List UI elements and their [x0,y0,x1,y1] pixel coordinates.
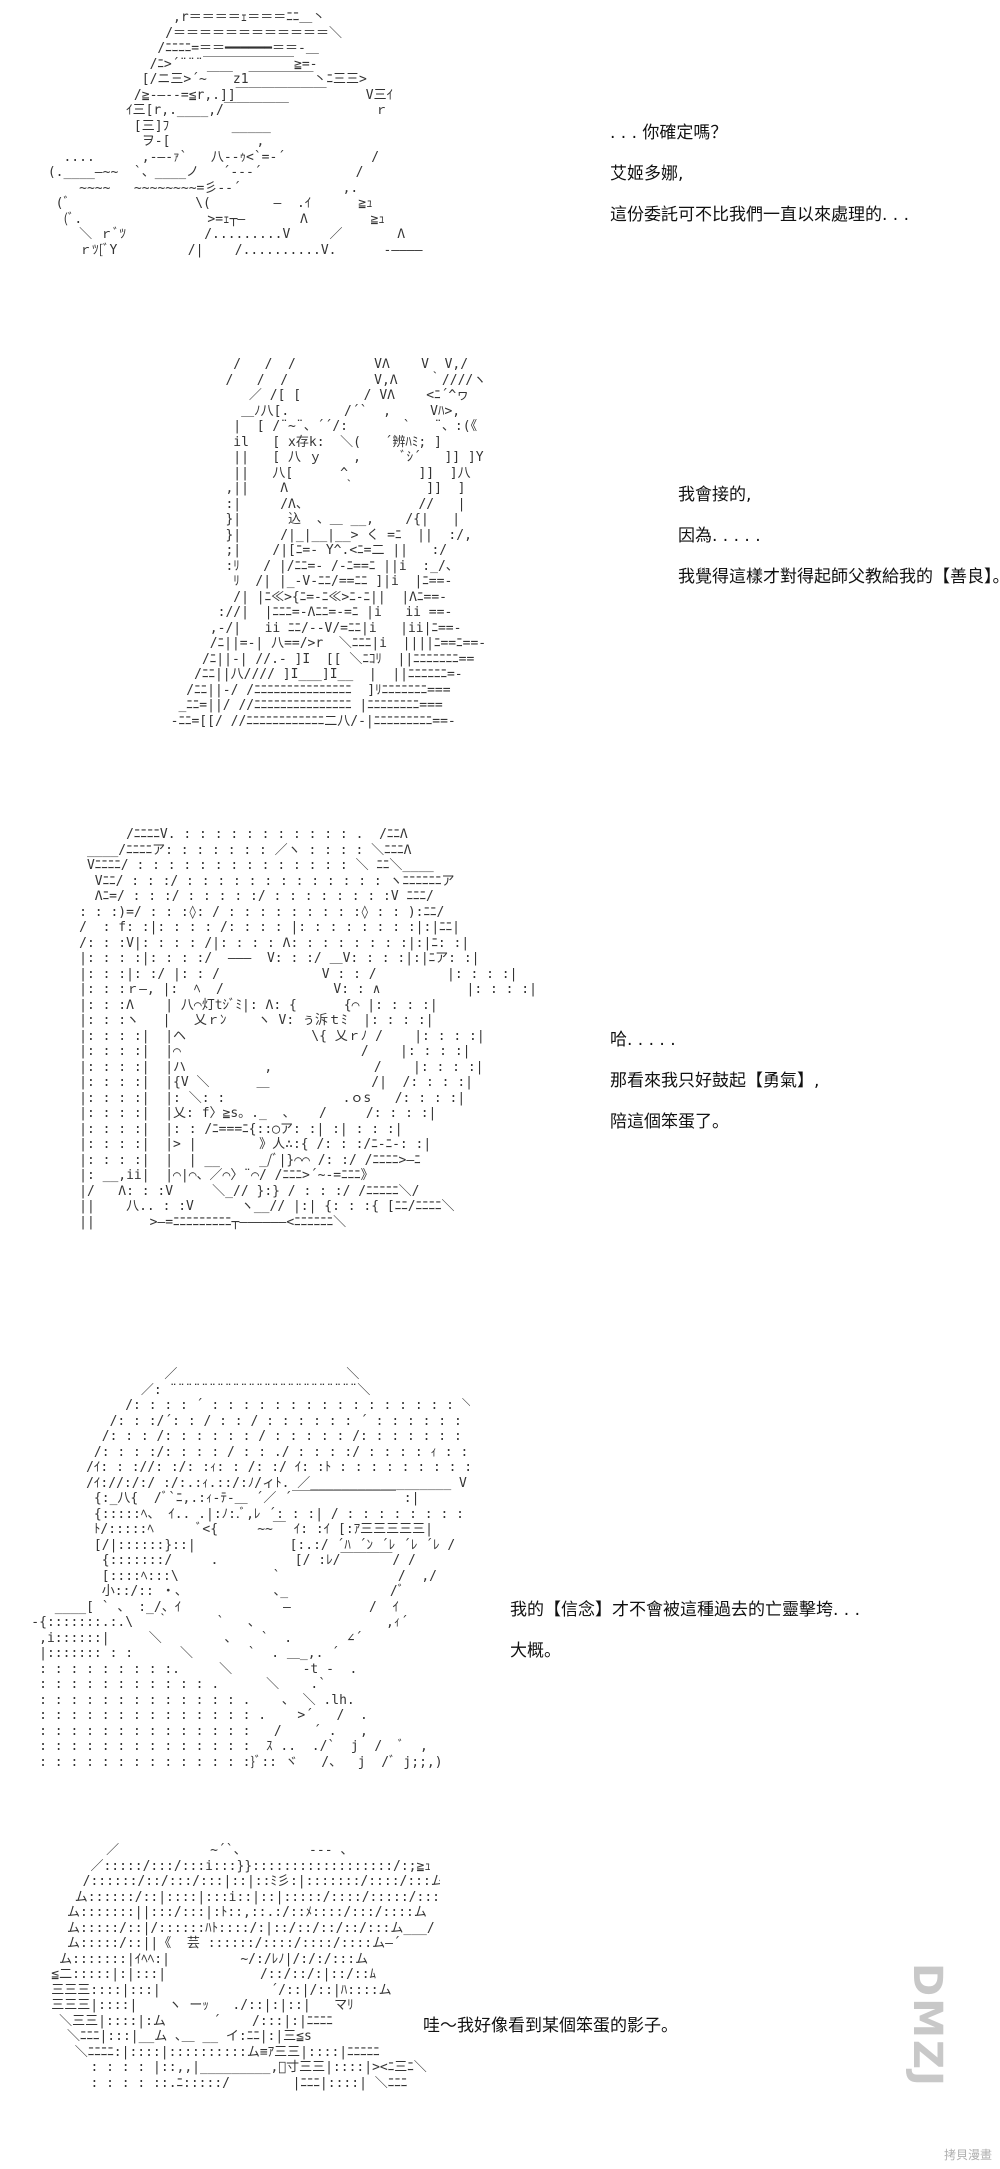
dialogue-line: 艾姬多娜, [610,164,684,184]
watermark-brand: DMZJ [904,1963,950,2088]
ascii-art-panel-3: /ﾆﾆﾆﾆV. : : : : : : : : : : : . /ﾆﾆΛ ___… [79,827,537,1230]
dialogue-line: 哇～我好像看到某個笨蛋的影子。 [423,2016,678,2036]
dialogue-line: 這份委託可不比我們一直以來處理的. . . [610,205,910,225]
watermark: DMZJ 拷貝漫畫 [904,1963,994,2163]
panel-2: / / / VΛ V V,/ / / / V,Λ ｀////ヽ ／ /[ [ /… [0,345,1000,815]
dialogue-line: 那看來我只好鼓起【勇氣】, [610,1071,820,1091]
dialogue-panel-1: . . . 你確定嗎？ 艾姬多娜, 這份委託可不比我們一直以來處理的. . . [610,118,909,225]
dialogue-panel-4: 我的【信念】才不會被這種過去的亡靈擊垮. . . 大概。 [510,1595,860,1661]
dialogue-line: 我的【信念】才不會被這種過去的亡靈擊垮. . . [510,1600,861,1620]
dialogue-line: 我覺得這樣才對得起師父教給我的【善良】。 [678,567,1000,587]
dialogue-panel-2: 我會接的, 因為. . . . . 我覺得這樣才對得起師父教給我的【善良】。 [678,480,1000,587]
dialogue-line: 大概。 [510,1641,561,1661]
dialogue-line: . . . 你確定嗎？ [610,123,728,143]
dialogue-panel-5: 哇～我好像看到某個笨蛋的影子。 [423,2011,678,2036]
ascii-art-panel-1: ,r＝＝＝＝ｪ＝＝＝ﾆﾆ＿丶 /＝＝＝＝＝＝＝＝＝＝＝＝＼ /ﾆﾆﾆﾆ=＝＝━━… [47,10,423,258]
dialogue-panel-3: 哈. . . . . 那看來我只好鼓起【勇氣】, 陪這個笨蛋了。 [610,1025,819,1132]
panel-1: ,r＝＝＝＝ｪ＝＝＝ﾆﾆ＿丶 /＝＝＝＝＝＝＝＝＝＝＝＝＼ /ﾆﾆﾆﾆ=＝＝━━… [0,0,1000,345]
ascii-art-panel-2: / / / VΛ V V,/ / / / V,Λ ｀////ヽ ／ /[ [ /… [170,357,487,729]
dialogue-line: 陪這個笨蛋了。 [610,1112,729,1132]
ascii-art-panel-4: ／￣￣￣￣￣￣￣￣￣￣￣￣￣＼ ／: ¨¨¨¨¨¨¨¨¨¨¨¨¨¨¨¨¨¨¨¨¨… [31,1367,470,1770]
ascii-art-panel-5: ／￣￣￣￣￣￣￣~´`、￣￣￣ --- 、 ／:::::/:::/:::i:::… [51,1843,440,2091]
dialogue-line: 因為. . . . . [678,526,761,546]
panel-4: ／￣￣￣￣￣￣￣￣￣￣￣￣￣＼ ／: ¨¨¨¨¨¨¨¨¨¨¨¨¨¨¨¨¨¨¨¨¨… [0,1355,1000,1835]
dialogue-line: 哈. . . . . [610,1030,676,1050]
watermark-site: 拷貝漫畫 [943,2148,992,2162]
dialogue-line: 我會接的, [678,485,752,505]
panel-3: /ﾆﾆﾆﾆV. : : : : : : : : : : : . /ﾆﾆΛ ___… [0,815,1000,1355]
panel-5: ／￣￣￣￣￣￣￣~´`、￣￣￣ --- 、 ／:::::/:::/:::i:::… [0,1835,1000,2169]
